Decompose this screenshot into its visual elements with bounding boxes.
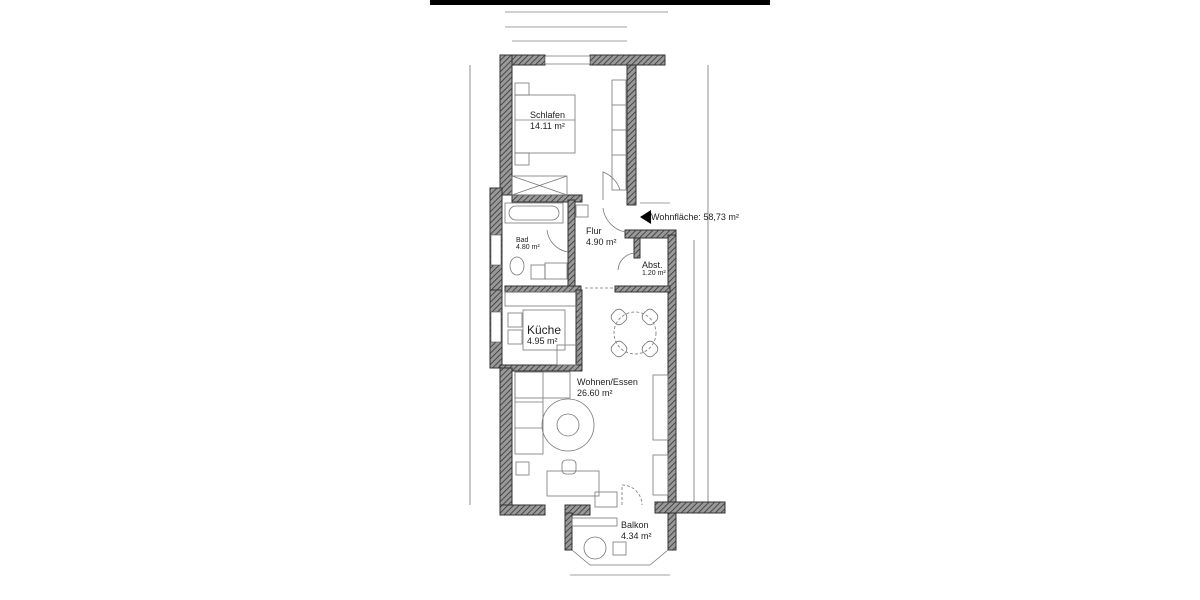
room-area-kueche: 4.95 m² <box>527 336 558 346</box>
room-name-schlafen: Schlafen <box>530 110 565 120</box>
room-name-bad: Bad <box>516 237 529 244</box>
header-bar <box>430 0 770 5</box>
room-area-balkon: 4.34 m² <box>621 531 652 541</box>
windows <box>490 55 591 343</box>
dimension-lines <box>469 11 709 576</box>
doors <box>546 171 643 506</box>
total-area-label: Wohnfläche: 58,73 m² <box>651 212 739 222</box>
room-area-bad: 4.80 m² <box>516 244 540 251</box>
room-area-abst: 1.20 m² <box>642 270 666 277</box>
room-area-schlafen: 14.11 m² <box>530 121 565 131</box>
furniture <box>504 79 669 566</box>
walls <box>489 54 726 551</box>
room-name-abst: Abst. <box>642 260 663 270</box>
room-name-flur: Flur <box>586 226 602 236</box>
room-area-wohnen: 26.60 m² <box>577 388 613 398</box>
area-arrow-icon <box>640 210 651 224</box>
room-name-kueche: Küche <box>527 323 561 337</box>
room-area-flur: 4.90 m² <box>586 237 617 247</box>
room-name-wohnen: Wohnen/Essen <box>577 377 638 387</box>
room-name-balkon: Balkon <box>621 520 649 530</box>
